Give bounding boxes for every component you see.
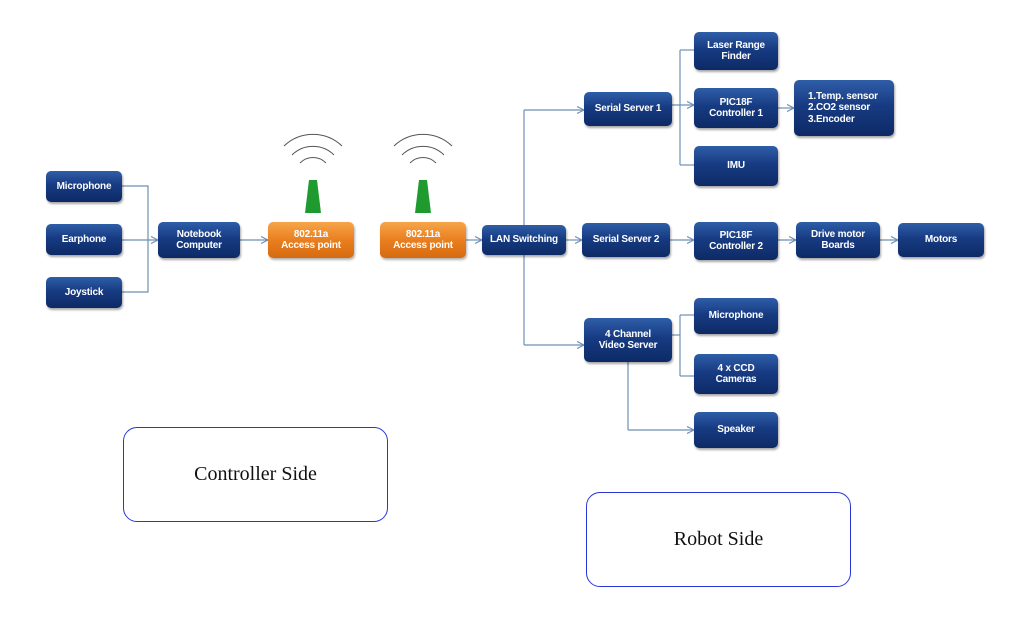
microphone-node-right: Microphone <box>694 298 778 334</box>
video-server-node: 4 Channel Video Server <box>584 318 672 362</box>
antenna-icon <box>283 133 343 213</box>
lan-switching-node: LAN Switching <box>482 225 566 255</box>
microphone-node-left: Microphone <box>46 171 122 202</box>
antenna-icon <box>393 133 453 213</box>
robot-side-label: Robot Side <box>586 492 851 587</box>
speaker-node: Speaker <box>694 412 778 448</box>
earphone-node: Earphone <box>46 224 122 255</box>
drive-motor-boards-node: Drive motor Boards <box>796 222 880 258</box>
laser-range-finder-node: Laser Range Finder <box>694 32 778 70</box>
access-point-robot-node: 802.11a Access point <box>380 222 466 258</box>
imu-node: IMU <box>694 146 778 186</box>
serial-server-2-node: Serial Server 2 <box>582 223 670 257</box>
joystick-node: Joystick <box>46 277 122 308</box>
pic-controller-2-node: PIC18F Controller 2 <box>694 222 778 260</box>
link-microphone-bracket <box>122 185 149 293</box>
sensors-node: 1.Temp. sensor 2.CO2 sensor 3.Encoder <box>794 80 894 136</box>
motors-node: Motors <box>898 223 984 257</box>
serial-server-1-node: Serial Server 1 <box>584 92 672 126</box>
pic-controller-1-node: PIC18F Controller 1 <box>694 88 778 128</box>
ccd-cameras-node: 4 x CCD Cameras <box>694 354 778 394</box>
controller-side-label: Controller Side <box>123 427 388 522</box>
access-point-controller-node: 802.11a Access point <box>268 222 354 258</box>
notebook-computer-node: Notebook Computer <box>158 222 240 258</box>
